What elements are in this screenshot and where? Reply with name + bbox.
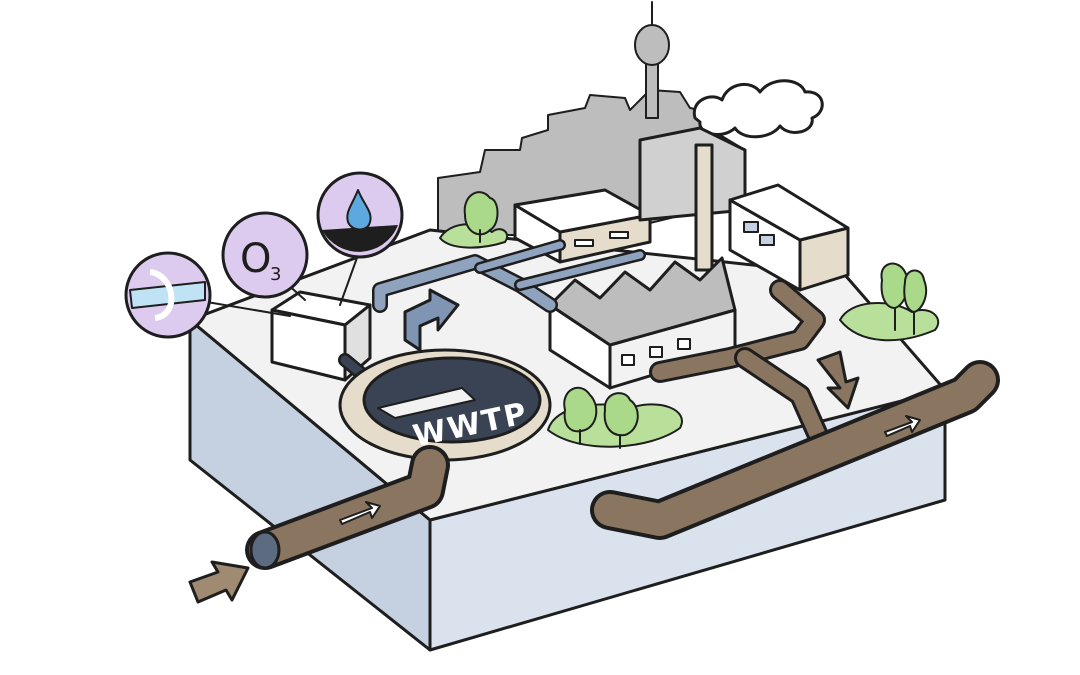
- clarifier: WWTP: [338, 348, 552, 462]
- inflow-arrow-icon: [188, 560, 250, 604]
- tree: [563, 386, 598, 445]
- smoke-cloud: [692, 79, 824, 139]
- down-arrow-icon: [816, 350, 860, 410]
- tree: [603, 392, 639, 449]
- buildings: [513, 126, 850, 390]
- tree: [463, 191, 499, 243]
- sawtooth-factory: [548, 256, 737, 390]
- membrane-filtration-icon: [124, 251, 212, 339]
- sewer-pipes: [245, 279, 1000, 570]
- chimney: [694, 143, 714, 272]
- trees: [463, 191, 928, 449]
- ozone-subscript: 3: [270, 264, 281, 285]
- factory-building: [728, 183, 850, 292]
- right-arrow-icon: [403, 288, 460, 352]
- gray-pipes: [372, 239, 646, 313]
- tree: [903, 269, 928, 335]
- tv-tower: [634, 1, 670, 119]
- ozone-icon: O 3: [221, 211, 309, 299]
- water-drop-icon: [316, 171, 404, 259]
- flow-arrows: [188, 350, 921, 604]
- ozone-symbol: O: [240, 236, 271, 282]
